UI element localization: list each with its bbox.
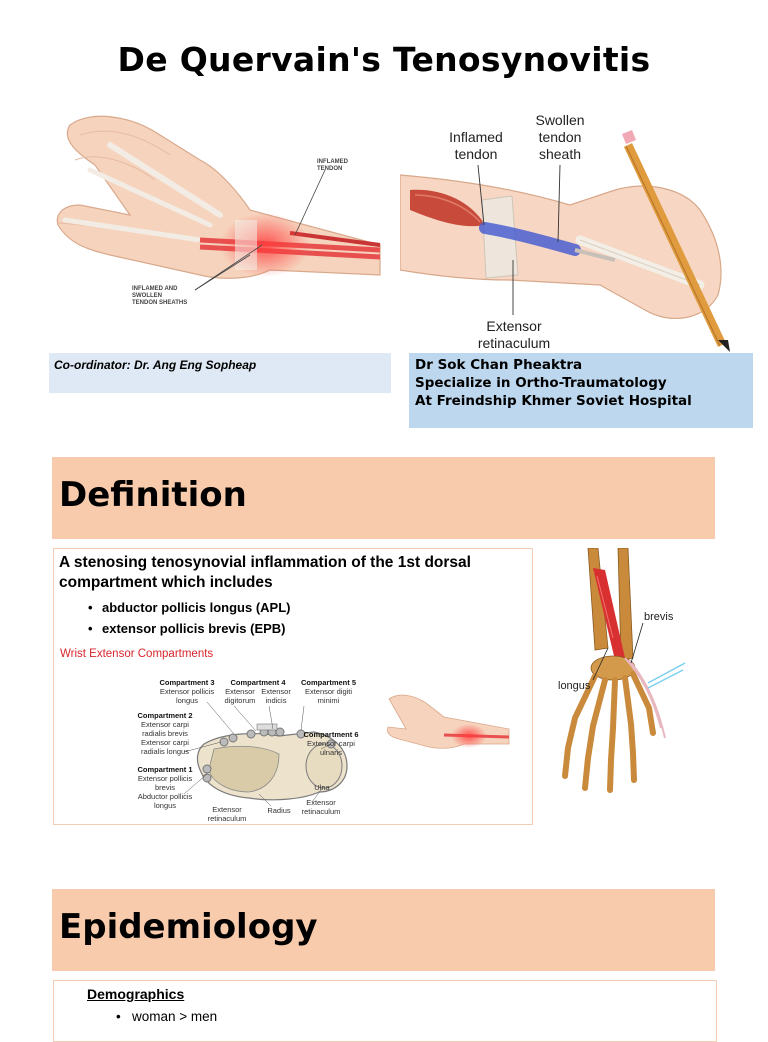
page-title: De Quervain's Tenosynovitis [117, 40, 651, 79]
label-radius: Radius [267, 806, 291, 815]
hand-drawing [56, 115, 381, 291]
author-box: Dr Sok Chan Pheaktra Specialize in Ortho… [409, 353, 753, 428]
label-text: Extensor digitorum [224, 687, 256, 705]
epidemiology-section-header: Epidemiology [52, 889, 715, 971]
demographics-heading: Demographics [87, 986, 185, 1002]
demographics-item: woman > men [116, 1009, 217, 1024]
definition-text: A stenosing tenosynovial inflammation of… [59, 554, 471, 591]
writing-hand-drawing [399, 130, 730, 352]
label-line: Extensor [486, 318, 542, 334]
label-text: Abductor pollicis longus [137, 792, 193, 810]
definition-heading: Definition [59, 475, 247, 515]
label-line: tendon [454, 146, 498, 162]
label-text: Extensor carpi radialis longus [141, 738, 189, 756]
label-title: Compartment 3 [159, 678, 215, 687]
label-text: Extensor digiti minimi [304, 687, 353, 705]
forearm-bones-illustration: brevis longus [553, 547, 703, 793]
label-line: sheath [538, 146, 582, 162]
bullet-epb: extensor pollicis brevis (EPB) [88, 618, 291, 639]
label-title: Compartment 5 [300, 678, 356, 687]
label-swollen-sheath: Swollen tendon sheath [520, 112, 600, 163]
epidemiology-heading: Epidemiology [59, 907, 318, 947]
cross-section-drawing [183, 701, 348, 807]
label-title: Compartment 6 [303, 730, 359, 739]
label-text: Extensor pollicis longus [159, 687, 215, 705]
label-inflamed-tendon: INFLAMED TENDON [317, 159, 348, 172]
label-inflamed-sheaths: INFLAMED AND SWOLLEN TENDON SHEATHS [132, 286, 188, 306]
label-title: Compartment 1 [137, 765, 193, 774]
label-line: retinaculum [477, 335, 551, 351]
label-compartment-4: Compartment 4 Extensor digitorum Extenso… [222, 678, 294, 705]
label-longus: longus [558, 680, 591, 692]
label-extensor-retinaculum-right: Extensor retinaculum [301, 798, 341, 816]
forearm-bones-drawing [562, 547, 686, 793]
coordinator-box: Co-ordinator: Dr. Ang Eng Sopheap [49, 353, 391, 393]
label-text: Extensor indicis [261, 687, 291, 705]
wrist-compartments-title: Wrist Extensor Compartments [60, 648, 214, 660]
author-specialty: Specialize in Ortho-Traumatology [415, 375, 667, 391]
label-line: Swollen [535, 112, 585, 128]
label-brevis: brevis [644, 611, 674, 623]
author-name: Dr Sok Chan Pheaktra [415, 357, 583, 373]
bullet-apl: abductor pollicis longus (APL) [88, 597, 291, 618]
epidemiology-box: Demographics woman > men [53, 980, 717, 1042]
definition-bullets: abductor pollicis longus (APL) extensor … [88, 597, 291, 639]
label-text: Extensor pollicis brevis [137, 774, 193, 792]
label-extensor-retinaculum: Extensor retinaculum [470, 318, 558, 352]
label-text: Extensor carpi radialis brevis [141, 720, 189, 738]
definition-section-header: Definition [52, 457, 715, 539]
hand-illustration-left: INFLAMED TENDON INFLAMED AND SWOLLEN TEN… [50, 105, 385, 320]
author-hospital: At Freindship Khmer Soviet Hospital [415, 393, 692, 409]
label-title: Compartment 2 [137, 711, 193, 720]
hand-illustration-right: Inflamed tendon Swollen tendon sheath Ex… [399, 100, 740, 352]
label-extensor-retinaculum-left: Extensor retinaculum [207, 805, 247, 823]
wrist-cross-section [129, 674, 369, 824]
label-title: Compartment 4 [230, 678, 286, 687]
small-hand-illustration [384, 689, 514, 769]
label-text: Extensor carpi ulnaris [307, 739, 355, 757]
label-ulna: Ulna [314, 783, 330, 792]
small-hand-drawing [387, 694, 510, 749]
label-line: tendon [538, 129, 582, 145]
definition-box: A stenosing tenosynovial inflammation of… [53, 548, 533, 825]
label-inflamed-tendon-right: Inflamed tendon [436, 129, 516, 163]
label-line: Inflamed [449, 129, 503, 145]
coordinator-text: Co-ordinator: Dr. Ang Eng Sopheap [54, 358, 257, 372]
